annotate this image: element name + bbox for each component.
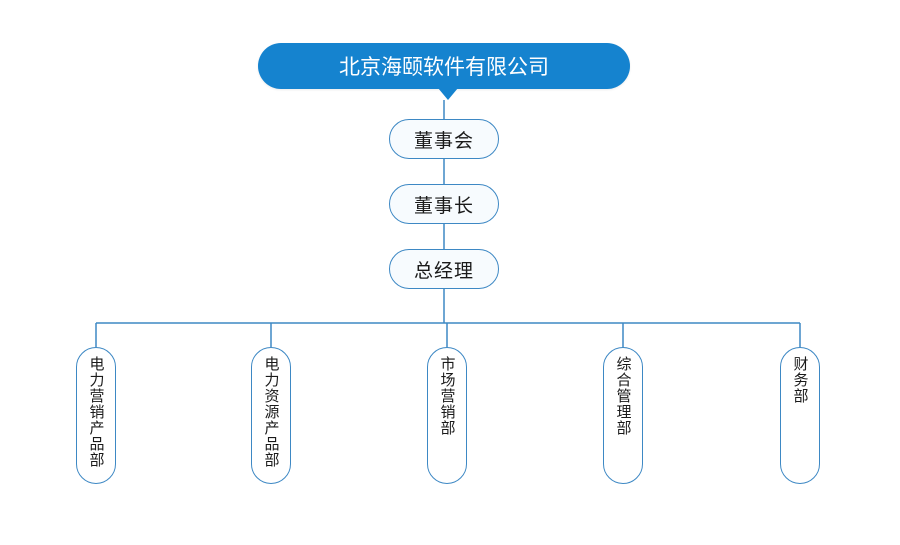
general-manager-label: 总经理 — [413, 259, 474, 282]
board-node: 董事会 — [389, 119, 499, 159]
board-label: 董事会 — [413, 129, 474, 152]
chairman-node: 董事长 — [389, 184, 499, 224]
company-name: 北京海颐软件有限公司 — [339, 55, 549, 79]
dept-label: 电力营销产品部 — [87, 356, 106, 468]
chairman-label: 董事长 — [413, 194, 474, 217]
general-manager-node: 总经理 — [389, 249, 499, 289]
dept-label: 综合管理部 — [614, 356, 633, 436]
dept-node-finance: 财务部 — [780, 347, 820, 484]
dept-node-power-resource: 电力资源产品部 — [251, 347, 291, 484]
dept-node-general-admin: 综合管理部 — [603, 347, 643, 484]
dept-node-power-marketing: 电力营销产品部 — [76, 347, 116, 484]
company-node: 北京海颐软件有限公司 — [258, 43, 630, 89]
dept-label: 财务部 — [791, 356, 810, 404]
dept-label: 市场营销部 — [438, 356, 457, 436]
company-pointer — [438, 88, 458, 100]
dept-node-market-sales: 市场营销部 — [427, 347, 467, 484]
dept-label: 电力资源产品部 — [262, 356, 281, 468]
